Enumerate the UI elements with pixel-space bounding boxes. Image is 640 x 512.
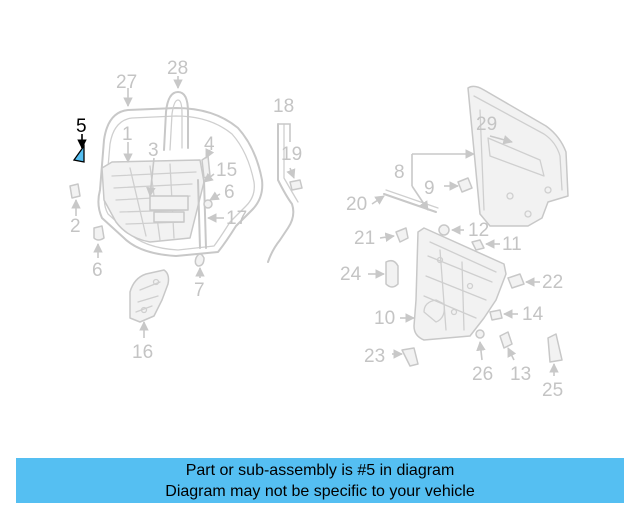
banner-line-2: Diagram may not be specific to your vehi…	[165, 482, 475, 500]
leader-8b	[411, 185, 429, 211]
part-21-stop[interactable]	[395, 227, 409, 243]
callout-16: 16	[132, 342, 153, 363]
part-16-bracket[interactable]	[129, 269, 170, 323]
callout-21: 21	[354, 228, 375, 249]
part-26-clip[interactable]	[475, 329, 485, 339]
part-4-trim[interactable]	[201, 155, 211, 179]
leader-6-right	[209, 191, 221, 201]
part-24-handle[interactable]	[385, 259, 399, 288]
leader-13	[507, 347, 517, 361]
callout-5: 5	[76, 116, 87, 137]
callout-10: 10	[374, 308, 395, 329]
leader-20	[371, 195, 385, 205]
part-22-latch[interactable]	[507, 273, 525, 289]
callout-23: 23	[364, 346, 385, 367]
callout-6-right: 6	[224, 182, 235, 203]
part-6-bumper-left[interactable]	[93, 225, 105, 241]
callout-25: 25	[542, 380, 563, 401]
callout-26: 26	[472, 364, 493, 385]
callout-3: 3	[148, 140, 159, 161]
leader-26	[476, 341, 486, 361]
part-17-channel[interactable]	[197, 179, 207, 249]
part-28-run-channel[interactable]	[163, 91, 189, 151]
callout-8: 8	[394, 162, 405, 183]
part-1-door-glass[interactable]	[101, 159, 205, 243]
callout-18: 18	[273, 96, 294, 117]
leader-29	[489, 135, 513, 145]
part-13-bolt[interactable]	[499, 331, 513, 349]
callout-13: 13	[510, 364, 531, 385]
part-23-bracket[interactable]	[401, 347, 419, 367]
part-10-door-inner-panel[interactable]	[413, 227, 507, 341]
part-25-cover[interactable]	[547, 333, 563, 363]
banner-line-1: Part or sub-assembly is #5 in diagram	[185, 461, 455, 479]
part-5-triangle-piece[interactable]	[72, 143, 85, 163]
callout-2: 2	[70, 216, 81, 237]
callout-17: 17	[226, 208, 247, 229]
callout-6-left: 6	[92, 260, 103, 281]
callout-1: 1	[122, 124, 133, 145]
callout-29: 29	[476, 114, 497, 135]
callout-11: 11	[502, 234, 522, 255]
part-14-screw[interactable]	[489, 309, 503, 321]
info-banner: Part or sub-assembly is #5 in diagram Di…	[16, 458, 624, 503]
callout-14: 14	[522, 304, 544, 325]
part-9-clip[interactable]	[457, 177, 473, 193]
part-18-drain-hose[interactable]	[267, 123, 303, 263]
leader-19	[286, 167, 296, 179]
part-12-grommet[interactable]	[438, 224, 450, 236]
callout-22: 22	[542, 272, 563, 293]
leader-21	[379, 232, 395, 242]
leader-4	[205, 148, 215, 159]
callout-24: 24	[340, 264, 362, 285]
part-8-door-frame[interactable]	[467, 85, 569, 227]
part-11-nut[interactable]	[471, 239, 485, 251]
callout-4: 4	[204, 134, 215, 155]
part-2-cap[interactable]	[69, 183, 81, 199]
callout-19: 19	[281, 144, 302, 165]
callout-15: 15	[216, 160, 237, 181]
callout-28: 28	[167, 58, 188, 79]
part-6-clip[interactable]	[203, 199, 213, 209]
callout-7: 7	[194, 280, 205, 301]
part-7-grommet[interactable]	[194, 253, 205, 267]
callout-9: 9	[424, 178, 435, 199]
leader-15	[203, 172, 215, 183]
leader-18	[278, 123, 291, 142]
callout-12: 12	[468, 220, 489, 241]
leader-3	[146, 157, 156, 197]
callout-20: 20	[346, 194, 367, 215]
callout-27: 27	[116, 72, 137, 93]
